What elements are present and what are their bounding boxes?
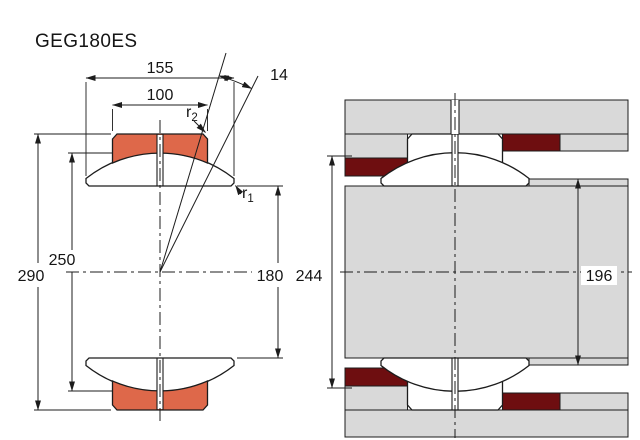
- angle-line-outer: [159, 75, 259, 273]
- angle-line-inner: [159, 52, 227, 273]
- label-r2-base: r: [186, 104, 192, 121]
- label-r1: r1: [242, 185, 254, 205]
- dim-value-angle-14: 14: [270, 67, 288, 84]
- dim-value-250: 250: [49, 252, 76, 269]
- leader-r2: [193, 120, 206, 133]
- labels: GEG180ES 155 100 290 250 180 244 196 14 …: [18, 31, 613, 285]
- housing-step-bottom-right: [559, 392, 629, 411]
- dim-value-155: 155: [147, 60, 174, 77]
- ext-lines-290: [34, 133, 111, 411]
- dim-value-290: 290: [18, 268, 45, 285]
- dimension-lines: [34, 52, 617, 411]
- dim-value-196: 196: [586, 268, 613, 285]
- dim-value-244: 244: [296, 268, 323, 285]
- housing-shoulder-top-left: [344, 133, 408, 159]
- housing-bottom: [344, 409, 629, 438]
- label-r2-sub: 2: [191, 112, 197, 124]
- label-r2: r2: [186, 104, 198, 124]
- label-r1-sub: 1: [247, 193, 253, 205]
- angle-arc: [218, 75, 253, 90]
- label-r1-base: r: [242, 185, 248, 202]
- leader-r1: [235, 185, 244, 196]
- dim-value-180: 180: [257, 268, 284, 285]
- lube-hole-top-section-lines: [156, 134, 164, 186]
- housing-shoulder-bottom-left: [344, 385, 408, 411]
- lube-hole-top-mounted-lines: [451, 134, 459, 186]
- ext-lines-155: [85, 82, 235, 176]
- drawing-title: GEG180ES: [35, 31, 137, 52]
- locating-ring-bottom-right: [502, 392, 561, 411]
- housing-step-top-right: [559, 133, 629, 152]
- dim-value-100: 100: [147, 87, 174, 104]
- lube-hole-top-section: [157, 135, 163, 185]
- label-backing-196: [581, 266, 617, 285]
- housing-lube-hole-lines: [450, 100, 460, 134]
- housing-top: [344, 99, 629, 135]
- lube-hole-bottom-mounted-lines: [451, 358, 459, 410]
- locating-ring-top-right: [502, 133, 561, 152]
- ext-lines-196: [532, 178, 583, 366]
- lube-hole-bottom-section-lines: [156, 358, 164, 410]
- ext-lines-250: [68, 152, 112, 392]
